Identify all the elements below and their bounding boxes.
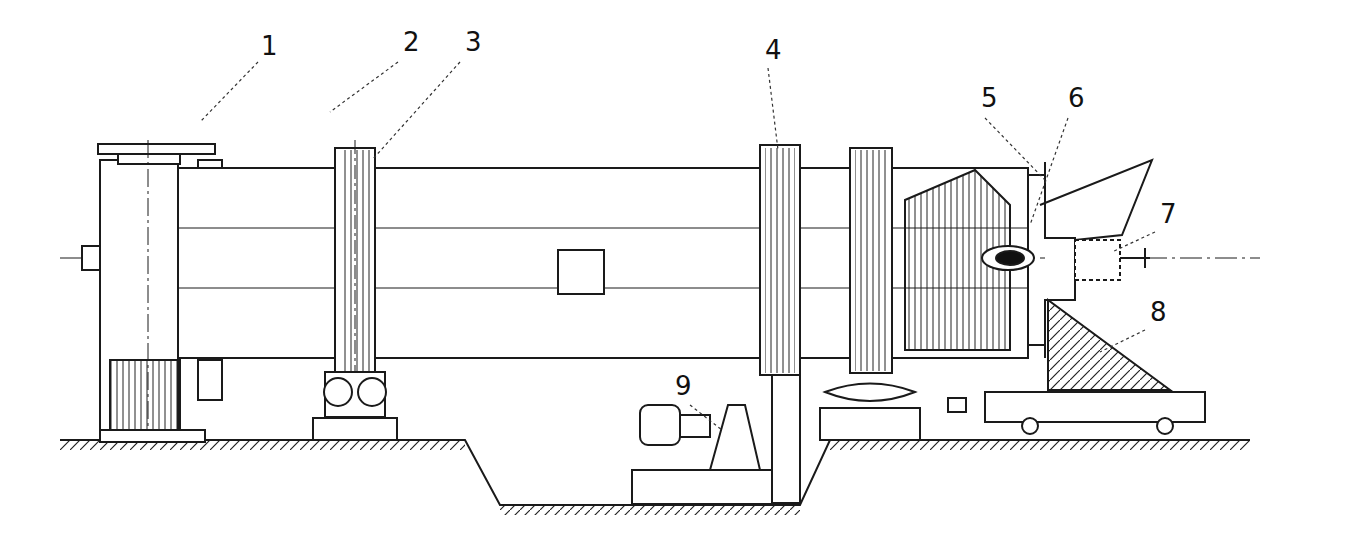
callout-number: 5 <box>978 84 1001 112</box>
callout-number: 7 <box>1157 200 1180 228</box>
callout-number: 3 <box>462 28 485 56</box>
callout-number: 9 <box>672 372 695 400</box>
callout-number: 6 <box>1065 84 1088 112</box>
callout-number: 2 <box>400 28 423 56</box>
callout-number: 8 <box>1147 298 1170 326</box>
callout-number: 1 <box>258 32 281 60</box>
callout-number: 4 <box>762 36 785 64</box>
